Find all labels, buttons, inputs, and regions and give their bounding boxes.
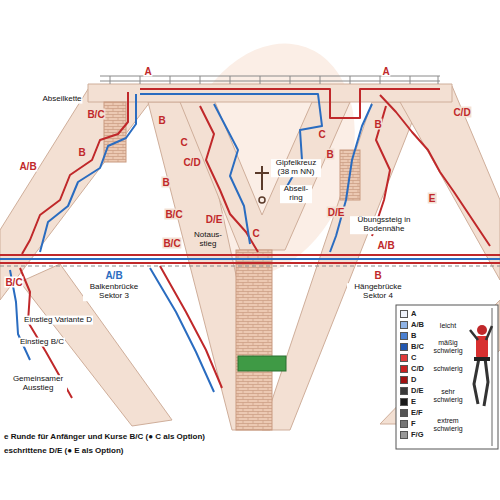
route-grade: B [325,149,334,160]
route-grade: B [161,177,170,188]
route-grade: B [373,270,382,281]
route-grade: B/C [86,109,105,120]
difficulty-label: sehr schwierig [429,388,467,403]
route-grade: E [428,193,437,204]
abseil-ring [259,197,265,203]
route-grade: C/D [182,157,201,168]
legend-swatch [400,354,408,362]
route-note: e Runde für Anfänger und Kurse B/C (● C … [3,433,206,442]
difficulty-label: leicht [439,322,457,330]
legend-text: A/B [411,321,424,329]
route-grade: A [143,66,152,77]
place-label: Gipfelkreuz (38 m NN) [271,159,321,177]
legend-swatch [400,365,408,373]
route-grade: B [77,147,86,158]
place-label: Hängebrücke Sektor 4 [347,283,409,301]
legend-swatch [400,398,408,406]
route-grade: D/E [205,214,224,225]
legend-item: F [400,419,416,429]
legend-text: B [411,332,416,340]
place-label: Gemeinsamer Ausstieg [9,375,67,393]
route-grade: C/D [452,107,471,118]
legend-item: A [400,309,416,319]
legend-item: C [400,353,416,363]
place-label: Abseilkette [41,95,82,104]
place-label: Abseil- ring [280,185,312,203]
place-label: Balkenbrücke Sektor 3 [83,283,145,301]
legend-text: C [411,354,416,362]
difficulty-label: mäßig schwierig [429,339,467,354]
legend-text: B/C [411,343,424,351]
legend-item: E [400,397,416,407]
legend-text: F [411,420,416,428]
legend-item: D [400,375,416,385]
bridge-cables [0,255,500,266]
legend-text: D/E [411,387,424,395]
legend-text: D [411,376,416,384]
railing [100,76,440,84]
legend-text: A [411,310,416,318]
route-grade: D/E [327,207,346,218]
route-grade: C [179,137,188,148]
route-grade: A/B [104,270,123,281]
summit-cross [255,166,269,190]
route-note: eschrittene D/E (● E als Option) [3,447,125,456]
legend-text: E [411,398,416,406]
brick-wall [104,102,126,162]
legend-item: B [400,331,416,341]
route-grade: C [317,129,326,140]
difficulty-label: schwierig [432,365,463,373]
legend-swatch [400,321,408,329]
route-grade: B [373,119,382,130]
legend-item: D/E [400,386,424,396]
difficulty-label: extrem schwierig [429,417,467,432]
brick-column [236,250,272,430]
legend-swatch [400,310,408,318]
legend-item: C/D [400,364,424,374]
route-grade: A/B [18,161,37,172]
route-grade: B [157,115,166,126]
legend-swatch [400,376,408,384]
legend-item: E/F [400,408,423,418]
route-grade: C [251,228,260,239]
legend-item: A/B [400,320,424,330]
place-label: Einstieg Variante D [23,316,93,325]
legend-swatch [400,431,408,439]
route-grade: B/C [164,209,183,220]
climber-figure [470,308,492,446]
place-label: Übungssteig in Bodennähe [350,216,418,234]
legend-item: F/G [400,430,424,440]
legend-swatch [400,343,408,351]
route-grade: A [381,66,390,77]
legend-swatch [400,409,408,417]
legend-swatch [400,387,408,395]
place-label: Einstieg B/C [19,338,65,347]
legend-text: E/F [411,409,423,417]
route-grade: B/C [4,277,23,288]
legend-item: B/C [400,342,424,352]
legend-panel [396,305,498,449]
warning-sign [238,356,286,371]
route-grade: A/B [376,240,395,251]
place-label: Notaus- stieg [192,231,224,249]
legend-swatch [400,420,408,428]
legend-text: F/G [411,431,424,439]
legend-text: C/D [411,365,424,373]
legend-swatch [400,332,408,340]
route-grade: B/C [162,238,181,249]
